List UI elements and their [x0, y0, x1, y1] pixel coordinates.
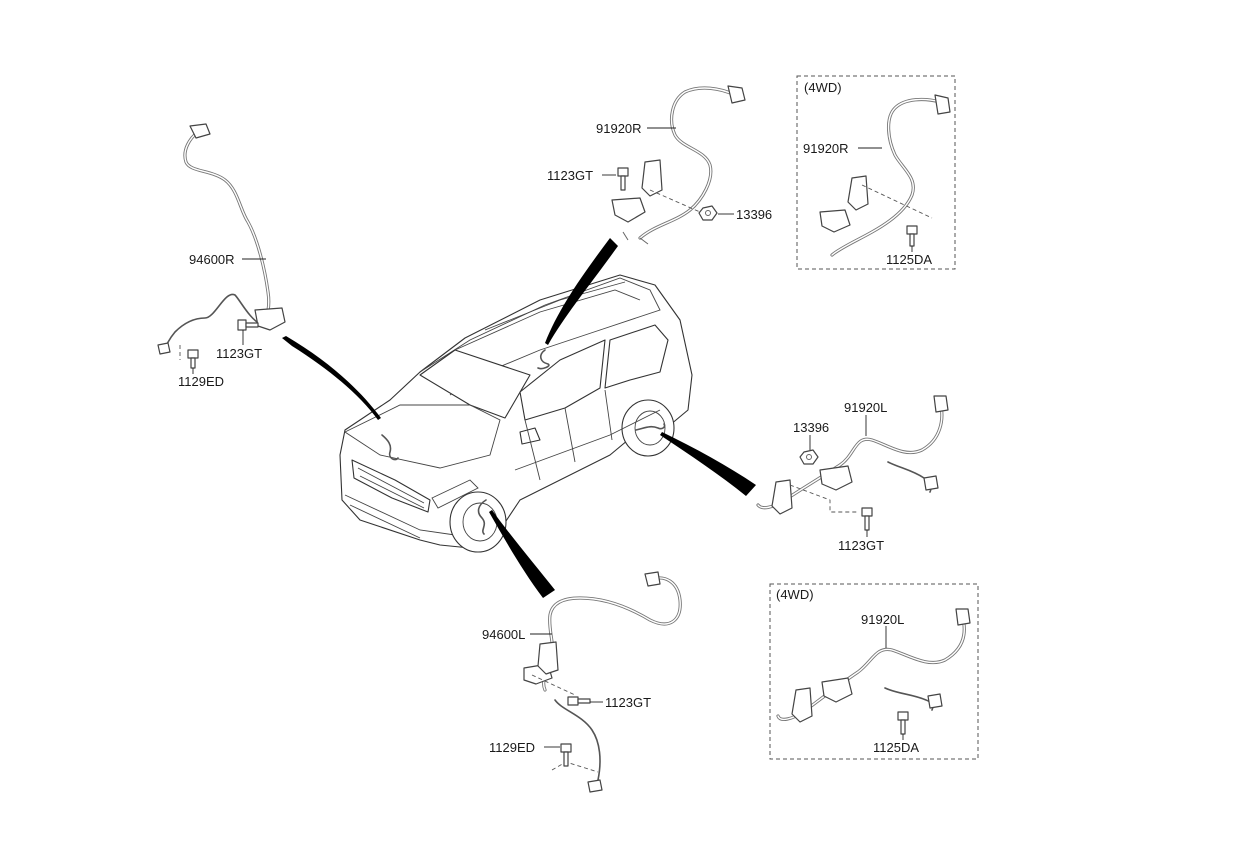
rr-4wd-box — [796, 75, 956, 270]
front-left-sensor-group — [523, 571, 682, 793]
label-rr-bolt: 1123GT — [547, 168, 593, 183]
front-right-sensor-group — [157, 123, 286, 369]
label-fr-bolt: 1123GT — [216, 346, 262, 361]
label-fr-cable: 94600R — [189, 252, 235, 267]
label-rl-bolt: 1123GT — [838, 538, 884, 553]
label-rr4-bolt: 1125DA — [886, 252, 932, 267]
rear-right-sensor-group — [611, 85, 746, 245]
label-rr-cable: 91920R — [596, 121, 642, 136]
label-rr-nut: 13396 — [736, 207, 772, 222]
rear-right-4wd-sensor — [819, 94, 951, 257]
label-rl-cable: 91920L — [844, 400, 887, 415]
label-rl4-tag: (4WD) — [776, 587, 814, 602]
callout-wedges — [282, 238, 756, 598]
label-rl-nut: 13396 — [793, 420, 829, 435]
rl-4wd-box — [769, 583, 979, 760]
label-fl-bolt2: 1129ED — [489, 740, 535, 755]
label-fl-bolt: 1123GT — [605, 695, 651, 710]
label-rl4-cable: 91920L — [861, 612, 904, 627]
label-rl4-bolt: 1125DA — [873, 740, 919, 755]
label-rr4-tag: (4WD) — [804, 80, 842, 95]
label-fr-bolt2: 1129ED — [178, 374, 224, 389]
label-fl-cable: 94600L — [482, 627, 525, 642]
rear-left-4wd-sensor — [776, 608, 971, 735]
vehicle-illustration — [339, 274, 693, 553]
rear-left-sensor-group — [756, 395, 949, 531]
label-rr4-cable: 91920R — [803, 141, 849, 156]
